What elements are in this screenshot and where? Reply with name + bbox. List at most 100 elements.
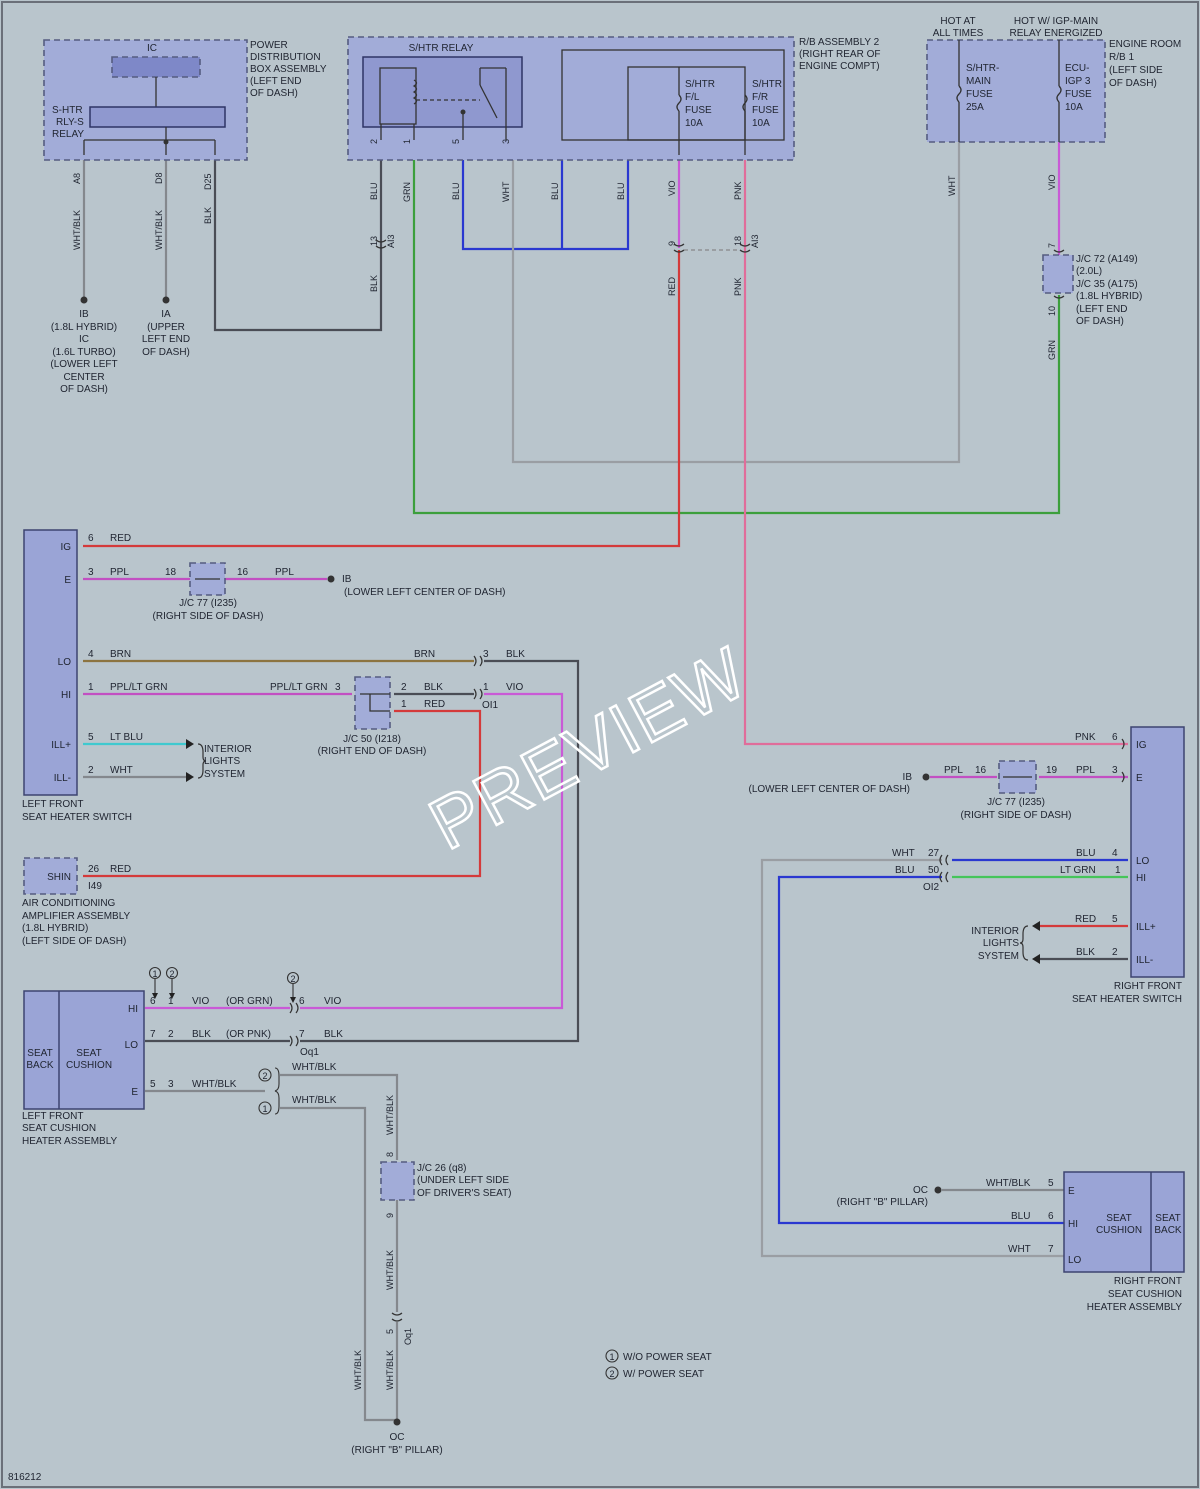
svg-text:BACK: BACK <box>1154 1225 1182 1236</box>
svg-text:PNK: PNK <box>1075 732 1096 743</box>
svg-text:PPL: PPL <box>110 567 129 578</box>
wire-wht-blk-2 <box>280 1073 399 1160</box>
svg-text:(2.0L): (2.0L) <box>1076 266 1102 277</box>
svg-text:1: 1 <box>401 699 407 710</box>
svg-text:WHT: WHT <box>947 175 957 196</box>
svg-text:WHT: WHT <box>1008 1244 1031 1255</box>
svg-text:6: 6 <box>88 533 94 544</box>
svg-text:SHIN: SHIN <box>47 872 71 883</box>
svg-text:PPL: PPL <box>1076 765 1095 776</box>
svg-text:3: 3 <box>335 682 341 693</box>
svg-text:8: 8 <box>385 1152 395 1157</box>
svg-text:(LOWER LEFT CENTER OF DASH): (LOWER LEFT CENTER OF DASH) <box>749 784 911 795</box>
svg-text:SEAT: SEAT <box>1106 1213 1131 1224</box>
svg-text:5: 5 <box>451 139 461 144</box>
svg-text:1: 1 <box>88 682 94 693</box>
svg-text:RED: RED <box>1075 914 1096 925</box>
svg-text:S/HTR RELAY: S/HTR RELAY <box>409 43 474 54</box>
connector-marks <box>289 239 1125 1322</box>
svg-text:I49: I49 <box>88 881 102 892</box>
svg-text:WHT/BLK: WHT/BLK <box>72 210 82 250</box>
svg-text:(RIGHT REAR OF: (RIGHT REAR OF <box>799 49 880 60</box>
svg-text:POWER: POWER <box>250 40 288 51</box>
svg-text:BLK: BLK <box>424 682 443 693</box>
svg-text:(LEFT SIDE: (LEFT SIDE <box>1109 65 1163 76</box>
svg-text:IB: IB <box>903 772 913 783</box>
svg-text:FUSE: FUSE <box>1065 89 1092 100</box>
svg-text:WHT/BLK: WHT/BLK <box>353 1350 363 1390</box>
svg-text:(LEFT END: (LEFT END <box>1076 304 1128 315</box>
svg-text:LO: LO <box>1068 1255 1082 1266</box>
svg-text:1: 1 <box>402 139 412 144</box>
svg-text:ENGINE COMPT): ENGINE COMPT) <box>799 61 880 72</box>
svg-text:S-HTR: S-HTR <box>52 105 83 116</box>
svg-text:(OR GRN): (OR GRN) <box>226 996 273 1007</box>
left-front-seat-heater-assembly: SEAT BACK SEAT CUSHION HI LO E LEFT FRON… <box>22 990 145 1147</box>
preview-watermark: PREVIEW <box>417 632 760 865</box>
svg-text:BLK: BLK <box>192 1029 211 1040</box>
svg-text:PPL/LT GRN: PPL/LT GRN <box>270 682 327 693</box>
svg-text:ALL TIMES: ALL TIMES <box>933 28 984 39</box>
svg-text:ILL-: ILL- <box>54 773 71 784</box>
svg-text:BRN: BRN <box>110 649 131 660</box>
svg-text:OF DASH): OF DASH) <box>1076 316 1124 327</box>
svg-text:AI3: AI3 <box>386 234 396 248</box>
svg-text:3: 3 <box>501 139 511 144</box>
svg-text:SEAT: SEAT <box>1155 1213 1180 1224</box>
svg-text:VIO: VIO <box>1047 174 1057 190</box>
svg-text:1: 1 <box>1115 865 1121 876</box>
svg-text:3: 3 <box>168 1079 174 1090</box>
svg-text:J/C 35 (A175): J/C 35 (A175) <box>1076 279 1138 290</box>
svg-text:Oq1: Oq1 <box>403 1328 413 1345</box>
svg-text:RIGHT FRONT: RIGHT FRONT <box>1114 981 1182 992</box>
svg-text:6: 6 <box>1112 732 1118 743</box>
svg-text:5: 5 <box>1048 1178 1054 1189</box>
svg-text:OC: OC <box>390 1432 405 1443</box>
svg-text:WHT: WHT <box>110 765 133 776</box>
svg-text:RED: RED <box>110 864 131 875</box>
svg-text:HEATER ASSEMBLY: HEATER ASSEMBLY <box>1087 1302 1183 1313</box>
svg-text:LT BLU: LT BLU <box>110 732 143 743</box>
svg-text:2: 2 <box>369 139 379 144</box>
wire-wht-blk-1 <box>280 1106 397 1422</box>
svg-text:E: E <box>64 575 71 586</box>
svg-text:VIO: VIO <box>667 180 677 196</box>
wire-vio-hi <box>300 692 564 1010</box>
rb-assembly-2: S/HTR RELAY S/HTR F/L FUSE 10A S/HTR F/R… <box>347 36 880 161</box>
svg-text:4: 4 <box>1112 848 1118 859</box>
svg-text:OI2: OI2 <box>923 882 940 893</box>
svg-text:3: 3 <box>1112 765 1118 776</box>
svg-text:OF DASH): OF DASH) <box>142 347 190 358</box>
svg-text:SYSTEM: SYSTEM <box>978 951 1019 962</box>
right-front-seat-heater-assembly: SEAT CUSHION SEAT BACK E HI LO RIGHT FRO… <box>1063 1171 1185 1313</box>
svg-text:WHT/BLK: WHT/BLK <box>385 1095 395 1135</box>
svg-text:ECU-: ECU- <box>1065 63 1089 74</box>
svg-text:1: 1 <box>152 969 157 979</box>
svg-text:2: 2 <box>1112 947 1118 958</box>
svg-text:LO: LO <box>58 657 72 668</box>
svg-text:WHT/BLK: WHT/BLK <box>292 1062 337 1073</box>
svg-text:HOT AT: HOT AT <box>940 16 975 27</box>
svg-text:(LOWER LEFT CENTER OF DASH): (LOWER LEFT CENTER OF DASH) <box>344 587 506 598</box>
svg-text:(UPPER: (UPPER <box>147 322 185 333</box>
svg-text:(RIGHT SIDE OF DASH): (RIGHT SIDE OF DASH) <box>961 810 1072 821</box>
svg-text:4: 4 <box>88 649 94 660</box>
svg-text:1: 1 <box>262 1104 267 1114</box>
svg-text:(RIGHT "B" PILLAR): (RIGHT "B" PILLAR) <box>351 1445 442 1456</box>
svg-text:HOT W/ IGP-MAIN: HOT W/ IGP-MAIN <box>1014 16 1098 27</box>
svg-text:1: 1 <box>609 1352 614 1362</box>
svg-text:5: 5 <box>1112 914 1118 925</box>
svg-text:IG: IG <box>1136 740 1147 751</box>
jc-72: J/C 72 (A149) (2.0L) J/C 35 (A175) (1.8L… <box>1042 243 1142 327</box>
svg-text:PNK: PNK <box>733 181 743 200</box>
svg-text:OF DASH): OF DASH) <box>60 384 108 395</box>
right-front-seat-heater-switch: IG E LO HI ILL+ ILL- RIGHT FRONT SEAT HE… <box>1072 726 1185 1005</box>
svg-text:WHT/BLK: WHT/BLK <box>385 1350 395 1390</box>
wire-wht-right <box>760 858 1064 1258</box>
svg-text:PPL: PPL <box>944 765 963 776</box>
svg-text:LT GRN: LT GRN <box>1060 865 1096 876</box>
svg-text:INTERIOR: INTERIOR <box>971 926 1019 937</box>
interior-lights-left: INTERIOR LIGHTS SYSTEM <box>186 739 252 782</box>
svg-text:BLK: BLK <box>1076 947 1095 958</box>
wire-red-ig-left <box>83 250 681 548</box>
